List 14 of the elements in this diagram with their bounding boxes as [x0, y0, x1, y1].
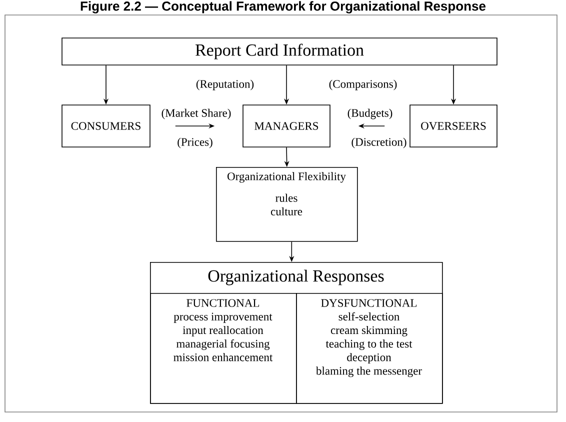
cell-box: FUNCTIONAL process improvement input reallocation managerial focusing mission enhancement — [150, 292, 297, 404]
edge-label: (Budgets) — [348, 108, 392, 120]
process-box: MANAGERS — [242, 104, 330, 148]
annotation-text: (Discretion) — [352, 138, 406, 148]
process-box: CONSUMERS — [62, 104, 150, 148]
process-box: Report Card Information — [62, 38, 498, 66]
process-box: OVERSEERS — [410, 104, 498, 148]
annotation-text: (Comparisons) — [329, 80, 397, 90]
figure-title: Figure 2.2 — Conceptual Framework for Organizational Response — [80, 1, 486, 14]
edge-label: (Market Share) — [162, 108, 231, 120]
cell-box: DYSFUNCTIONAL self-selection cream skimming teaching to the test deception blaming the messenger — [296, 292, 443, 404]
annotation-text: (Prices) — [178, 138, 212, 148]
annotation-text: (Reputation) — [196, 80, 254, 90]
process-box: Organizational Flexibility rules culture — [216, 166, 358, 242]
